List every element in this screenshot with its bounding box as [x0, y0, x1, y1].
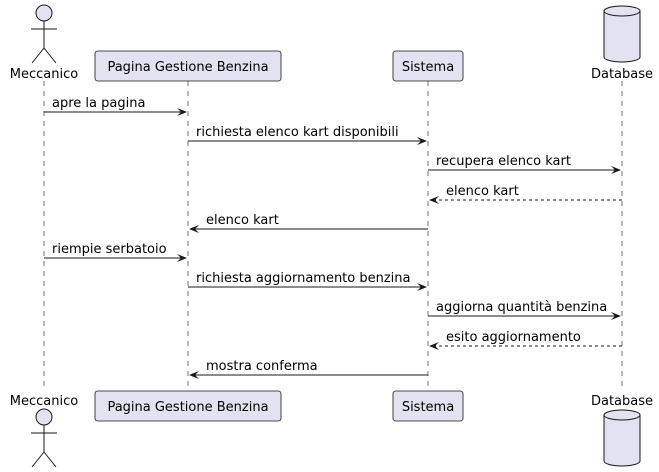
message-label: recupera elenco kart: [436, 154, 571, 169]
participant-meccanico-bottom: Meccanico: [10, 394, 78, 468]
participant-label: Meccanico: [10, 67, 78, 82]
arrowhead-icon: [189, 225, 199, 233]
actor-leg-right: [43, 451, 57, 468]
message-label: elenco kart: [446, 184, 519, 199]
actor-head: [35, 408, 53, 426]
participant-database-bottom: Database: [591, 394, 653, 467]
message: aggiorna quantità benzina: [428, 300, 621, 320]
message: riempie serbatoio: [44, 242, 187, 262]
participant-box: [392, 50, 464, 82]
participant-label: Database: [591, 67, 653, 82]
participant-label: Pagina Gestione Benzina: [107, 400, 268, 415]
message: elenco kart: [189, 213, 428, 233]
message: apre la pagina: [44, 96, 187, 116]
message-label: esito aggiornamento: [446, 330, 581, 345]
participant-label: Meccanico: [10, 394, 78, 409]
message: recupera elenco kart: [428, 154, 621, 174]
actor-leg-left: [31, 451, 45, 468]
message-label: richiesta aggiornamento benzina: [196, 271, 411, 286]
message-label: mostra conferma: [206, 359, 318, 374]
message: elenco kart: [429, 184, 622, 204]
actor-leg-left: [31, 47, 45, 64]
participant-sistema-top: Sistema: [392, 50, 464, 82]
arrowhead-icon: [177, 108, 187, 116]
message: richiesta elenco kart disponibili: [188, 125, 427, 145]
message-label: apre la pagina: [52, 96, 145, 111]
participant-box: [94, 390, 282, 422]
participant-label: Sistema: [402, 400, 454, 415]
database-icon-rim: [603, 414, 641, 421]
message: esito aggiornamento: [429, 330, 622, 350]
message: mostra conferma: [189, 359, 428, 379]
participant-label: Sistema: [402, 60, 454, 75]
message-label: richiesta elenco kart disponibili: [196, 125, 399, 140]
participant-pagina-top: Pagina Gestione Benzina: [94, 50, 282, 82]
participant-label: Pagina Gestione Benzina: [107, 60, 268, 75]
arrowhead-icon: [417, 283, 427, 291]
message: richiesta aggiornamento benzina: [188, 271, 427, 291]
participant-box: [94, 50, 282, 82]
database-icon: [603, 5, 641, 63]
participant-label: Database: [591, 394, 653, 409]
message-label: riempie serbatoio: [52, 242, 167, 257]
arrowhead-icon: [189, 371, 199, 379]
message-label: elenco kart: [206, 213, 279, 228]
actor-leg-right: [43, 47, 57, 64]
arrowhead-icon: [177, 254, 187, 262]
participant-pagina-bottom: Pagina Gestione Benzina: [94, 390, 282, 422]
arrowhead-icon: [429, 196, 439, 204]
participant-meccanico-top: Meccanico: [10, 4, 78, 82]
arrowhead-icon: [417, 137, 427, 145]
database-icon-rim: [603, 10, 641, 17]
participant-database-top: Database: [591, 5, 653, 82]
arrowhead-icon: [429, 342, 439, 350]
participant-sistema-bottom: Sistema: [392, 390, 464, 422]
message-label: aggiorna quantità benzina: [436, 300, 607, 315]
participant-box: [392, 390, 464, 422]
database-icon: [603, 409, 641, 467]
arrowhead-icon: [611, 166, 621, 174]
actor-head: [35, 4, 53, 22]
arrowhead-icon: [611, 312, 621, 320]
